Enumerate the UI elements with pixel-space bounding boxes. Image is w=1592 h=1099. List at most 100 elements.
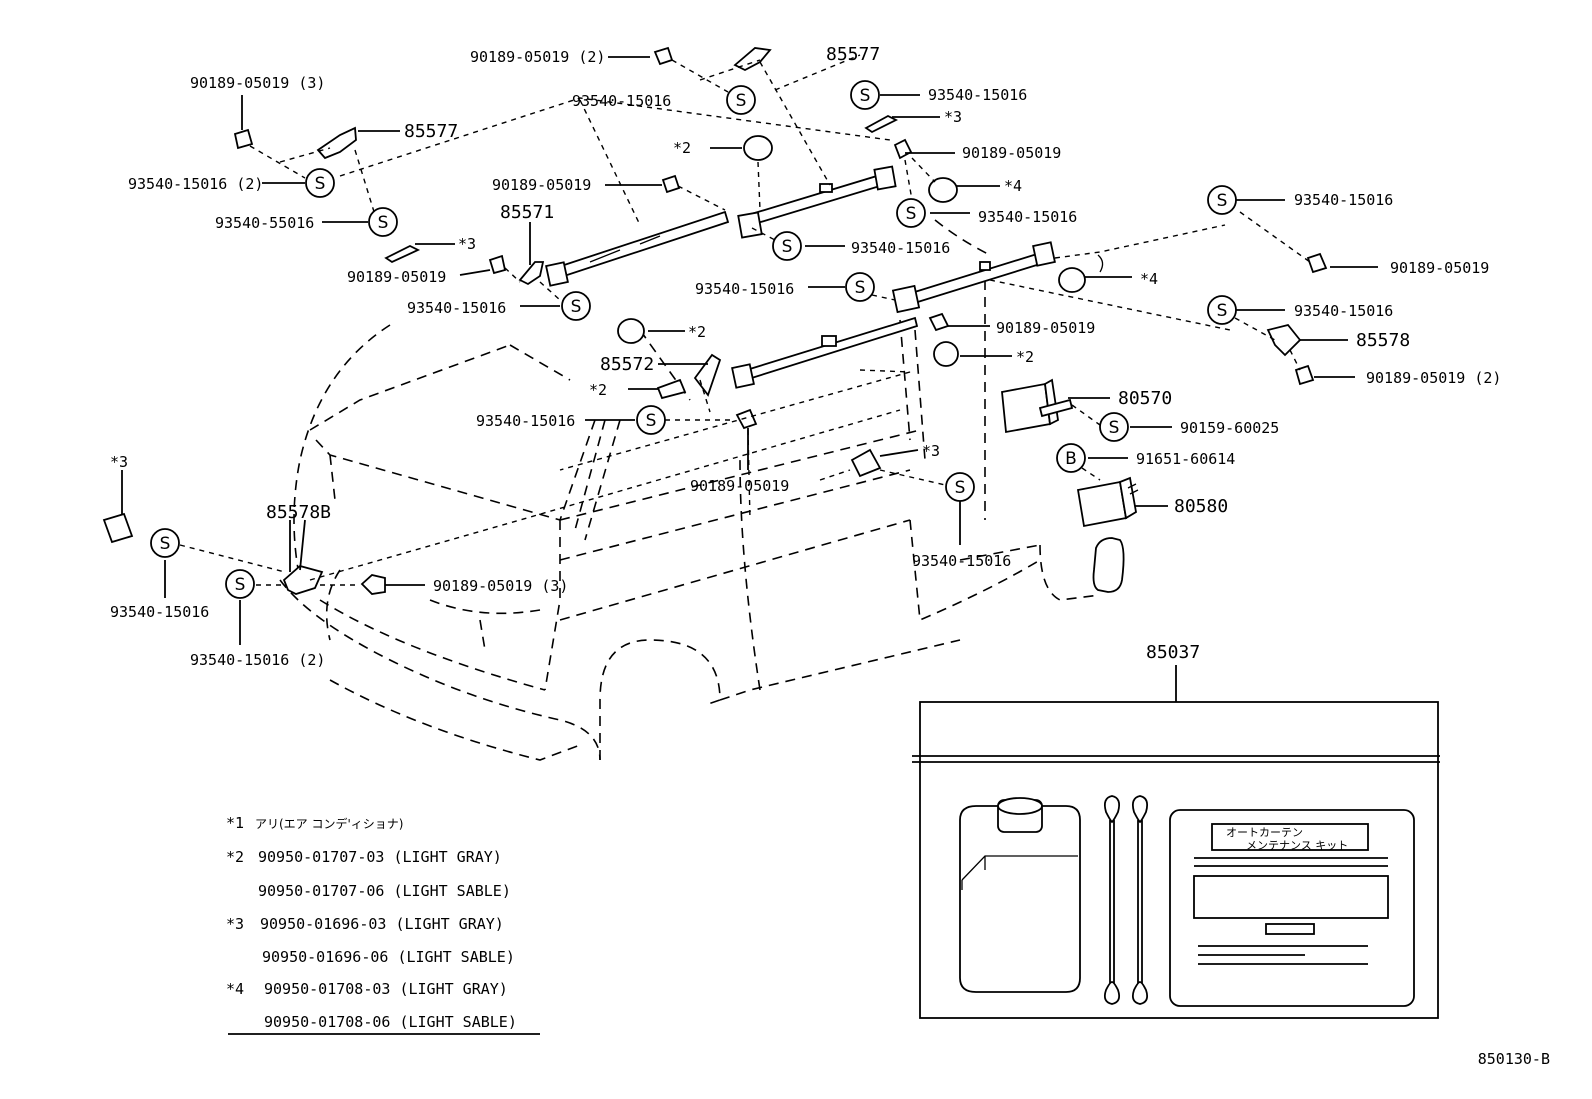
callout: 90189-05019	[962, 144, 1061, 162]
callout: 93540-15016	[110, 603, 209, 621]
svg-text:90950-01696-06 (LIGHT SABLE): 90950-01696-06 (LIGHT SABLE)	[262, 948, 515, 966]
callout: 93540-15016	[1294, 191, 1393, 209]
svg-text:*1: *1	[226, 814, 244, 832]
motor-cover	[1092, 537, 1125, 593]
curtain-rail-upper	[737, 165, 897, 239]
svg-text:オートカーテン: オートカーテン	[1226, 826, 1303, 839]
callout: *2	[688, 323, 706, 341]
callout: 90159-60025	[1180, 419, 1279, 437]
screw-symbol: S	[368, 207, 398, 237]
clips-and-brackets	[102, 46, 1328, 595]
screw-symbol: S	[850, 80, 880, 110]
svg-text:メンテナンス キット: メンテナンス キット	[1246, 839, 1348, 852]
cotton-swabs	[1103, 795, 1149, 1005]
legend-item: 90950-01708-06 (LIGHT SABLE)	[264, 1013, 517, 1031]
callout: 85571	[500, 202, 554, 223]
screw-symbol: S	[896, 198, 926, 228]
callout: *3	[922, 442, 940, 460]
callout: 90189-05019 (3)	[190, 74, 325, 92]
callout: 90189-05019 (2)	[1366, 369, 1501, 387]
callouts: 90189-05019 (2) 85577 90189-05019 (3) 93…	[110, 44, 1501, 669]
maintenance-kit: オートカーテン メンテナンス キット	[912, 701, 1440, 1019]
diagram-id: 850130-B	[1478, 1050, 1550, 1068]
relay-80570	[1001, 378, 1074, 434]
screw-symbol: S	[1207, 185, 1237, 215]
screw-symbol: S	[305, 168, 335, 198]
callout: 93540-55016	[215, 214, 314, 232]
callout: 90189-05019	[690, 477, 789, 495]
callout: 93540-15016	[572, 92, 671, 110]
callout: 85572	[600, 354, 654, 375]
screw-symbol: S	[1099, 412, 1129, 442]
svg-text:S: S	[315, 174, 326, 194]
callout: 93540-15016	[912, 552, 1011, 570]
callout: 85577	[404, 121, 458, 142]
callout: *3	[458, 235, 476, 253]
callout: 93540-15016	[928, 86, 1027, 104]
svg-text:S: S	[782, 237, 793, 257]
callout: 93540-15016	[851, 239, 950, 257]
callout: 93540-15016	[476, 412, 575, 430]
callout: 90189-05019	[1390, 259, 1489, 277]
screw-symbol: S	[772, 231, 802, 261]
svg-text:90950-01707-03 (LIGHT GRAY): 90950-01707-03 (LIGHT GRAY)	[258, 848, 502, 866]
callout: 91651-60614	[1136, 450, 1235, 468]
callout: 90189-05019 (3)	[433, 577, 568, 595]
callout: 85577	[826, 44, 880, 65]
callout: 80570	[1118, 388, 1172, 409]
screw-symbol: S	[636, 405, 666, 435]
svg-text:S: S	[855, 278, 866, 298]
callout: 90189-05019 (2)	[470, 48, 605, 66]
screw-symbol: S	[845, 272, 875, 302]
leader-lines	[121, 56, 1378, 702]
legend-item: 90950-01707-06 (LIGHT SABLE)	[258, 882, 511, 900]
callout: 93540-15016	[978, 208, 1077, 226]
legend-item: *2 90950-01707-03 (LIGHT GRAY)	[226, 848, 502, 866]
screw-symbol: S	[945, 472, 975, 502]
legend: *1 アリ(エア コンデ'ィショナ) *2 90950-01707-03 (LIGH…	[226, 814, 540, 1035]
bolt-symbol: B	[1056, 443, 1086, 473]
bottle	[959, 797, 1081, 993]
callout: 85578	[1356, 330, 1410, 351]
svg-text:S: S	[646, 411, 657, 431]
callout: *2	[673, 139, 691, 157]
svg-text:S: S	[378, 213, 389, 233]
svg-text:S: S	[906, 204, 917, 224]
svg-text:S: S	[1109, 418, 1120, 438]
callout: *3	[944, 108, 962, 126]
callout: 93540-15016	[695, 280, 794, 298]
screw-symbol: S	[726, 85, 756, 115]
vehicle-outline	[279, 219, 1101, 761]
instruction-leaflet: オートカーテン メンテナンス キット	[1169, 809, 1415, 1007]
svg-text:90950-01708-03 (LIGHT GRAY): 90950-01708-03 (LIGHT GRAY)	[264, 980, 508, 998]
callout: 93540-15016	[1294, 302, 1393, 320]
svg-text:S: S	[1217, 191, 1228, 211]
callout: 85037	[1146, 642, 1200, 663]
svg-text:アリ(エア コンデ'ィショナ): アリ(エア コンデ'ィショナ)	[255, 816, 403, 831]
screw-symbol: S	[561, 291, 591, 321]
svg-text:S: S	[235, 575, 246, 595]
callout: *4	[1004, 177, 1022, 195]
legend-item: *1 アリ(エア コンデ'ィショナ)	[226, 814, 403, 832]
svg-text:S: S	[160, 534, 171, 554]
callout: 90189-05019	[347, 268, 446, 286]
screw-symbol: S	[225, 569, 255, 599]
callout: *2	[1016, 348, 1034, 366]
svg-text:B: B	[1065, 449, 1077, 469]
curtain-rail-front	[545, 210, 730, 287]
svg-text:*3: *3	[226, 915, 244, 933]
callout: *4	[1140, 270, 1158, 288]
callout: *2	[589, 381, 607, 399]
curtain-rail-middle	[891, 241, 1056, 314]
svg-text:S: S	[736, 91, 747, 111]
callout: 93540-15016 (2)	[190, 651, 325, 669]
svg-text:*2: *2	[226, 848, 244, 866]
callout: 93540-15016	[407, 299, 506, 317]
callout: *3	[110, 453, 128, 471]
fastener-symbols: S S S S S S S S S S S S B S S S	[150, 80, 1237, 599]
callout: 90189-05019	[492, 176, 591, 194]
callout: 85578B	[266, 502, 331, 523]
screw-symbol: S	[1207, 295, 1237, 325]
